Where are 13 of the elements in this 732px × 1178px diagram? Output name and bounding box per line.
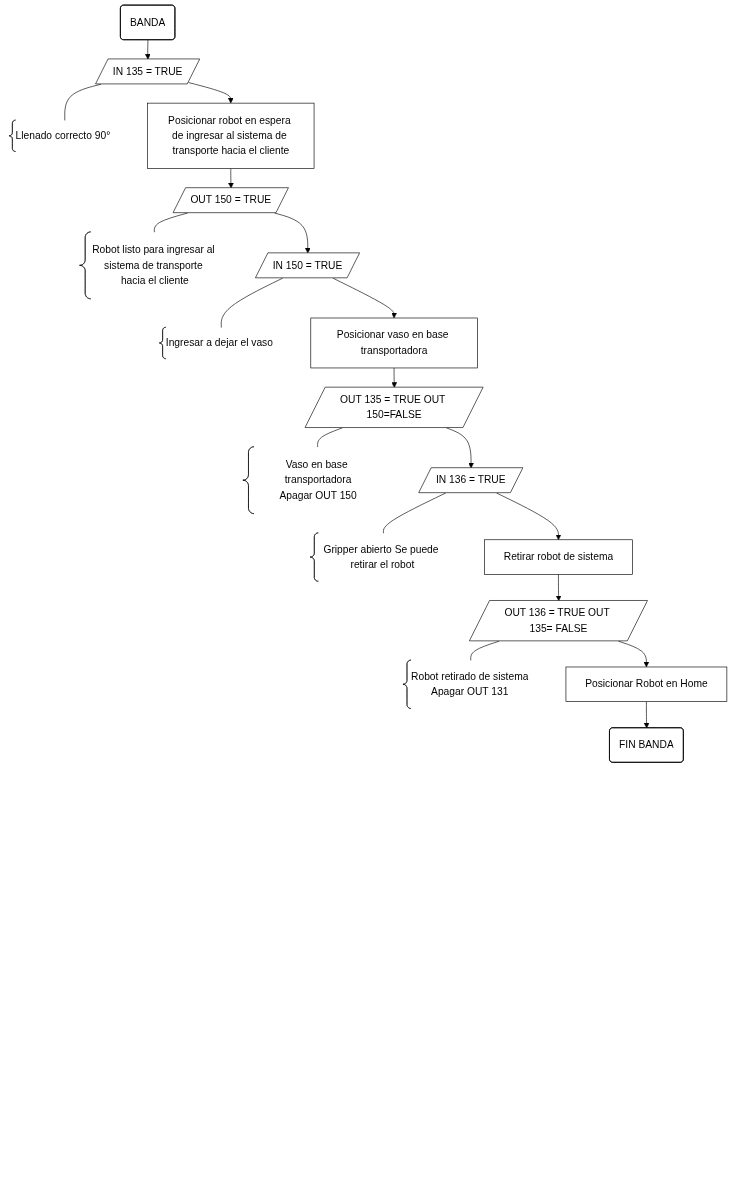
node-text: Ingresar a dejar el vaso: [165, 337, 273, 349]
node-text: Robot retirado de sistema Apagar OUT 131: [411, 670, 529, 698]
connector: [470, 640, 500, 661]
connector: [317, 427, 343, 448]
node-text: Gripper abierto Se puede retirar el robot: [323, 543, 439, 570]
node-box: Posicionar Robot en Home: [565, 666, 728, 702]
node-box: Retirar robot de sistema: [484, 539, 633, 575]
node-text: Robot listo para ingresar al sistema de transporte hacia el cliente: [92, 244, 215, 286]
node-text: Llenado correcto 90°: [15, 130, 111, 141]
node-text: Vaso en base transportadora Apagar OUT 150: [279, 459, 357, 501]
node-box: Posicionar robot en espera de ingresar al sistema de transporte hacia el cliente: [147, 102, 315, 169]
node-box: Posicionar vaso en base transportadora: [310, 317, 478, 369]
connector: [64, 83, 102, 121]
